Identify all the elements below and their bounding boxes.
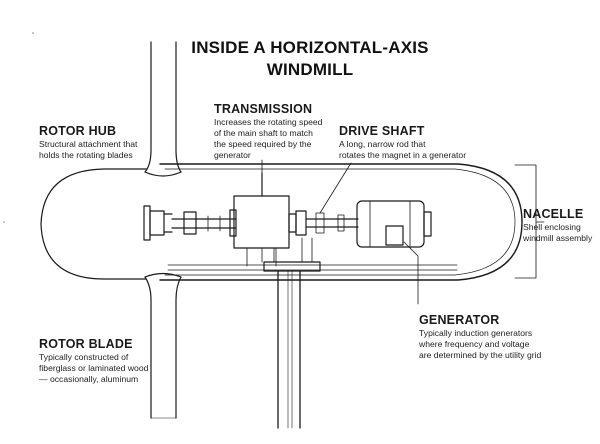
generator-description: Typically induction generators where fre… <box>419 328 579 361</box>
transmission-gearbox <box>229 172 297 267</box>
drive-shaft <box>295 210 359 236</box>
diagram-title-line1: INSIDE A HORIZONTAL-AXIS <box>191 38 429 57</box>
rotor-blade-desc-line: — occasionally, aluminum <box>39 374 139 384</box>
drive-shaft-label: DRIVE SHAFT A long, narrow rod that rota… <box>339 124 489 161</box>
rotor-hub-desc-line: holds the rotating blades <box>39 150 133 160</box>
base-frame <box>261 237 313 263</box>
transmission-desc-line: generator <box>214 150 251 160</box>
rotor-blade-label: ROTOR BLADE Typically constructed of fib… <box>39 337 169 385</box>
tower <box>263 261 321 429</box>
leader-lines <box>261 159 545 305</box>
generator-desc-line: are determined by the utility grid <box>419 350 542 360</box>
transmission-description: Increases the rotating speed of the main… <box>214 117 349 161</box>
main-shaft <box>171 211 237 235</box>
rotor-blade-desc-line: fiberglass or laminated wood <box>39 363 149 373</box>
nacelle-desc-line: windmill assembly <box>523 233 593 243</box>
scan-speckles <box>3 32 34 223</box>
rotor-hub-heading: ROTOR HUB <box>39 124 117 138</box>
generator-desc-line: where frequency and voltage <box>419 339 530 349</box>
nacelle-bracket <box>514 164 545 279</box>
drive-shaft-description: A long, narrow rod that rotates the magn… <box>339 139 489 161</box>
hub-flange <box>143 205 173 241</box>
drive-shaft-heading: DRIVE SHAFT <box>339 124 425 138</box>
generator-heading: GENERATOR <box>419 313 500 327</box>
nacelle-desc-line: Shell enclosing <box>523 222 581 232</box>
rotor-blade-heading: ROTOR BLADE <box>39 337 133 351</box>
generator-desc-line: Typically induction generators <box>419 328 533 338</box>
rotor-hub-desc-line: Structural attachment that <box>39 139 138 149</box>
rotor-blade-description: Typically constructed of fiberglass or l… <box>39 352 169 385</box>
rotor-hub-label: ROTOR HUB Structural attachment that hol… <box>39 124 174 161</box>
transmission-desc-line: Increases the rotating speed <box>214 117 323 127</box>
rotor-hub-description: Structural attachment that holds the rot… <box>39 139 174 161</box>
drive-shaft-desc-line: rotates the magnet in a generator <box>339 150 467 160</box>
transmission-heading: TRANSMISSION <box>214 102 313 116</box>
nacelle-heading: NACELLE <box>523 207 584 221</box>
nacelle-label: NACELLE Shell enclosing windmill assembl… <box>523 207 598 244</box>
generator-label: GENERATOR Typically induction generators… <box>419 313 579 361</box>
transmission-desc-line: of the main shaft to match <box>214 128 313 138</box>
nacelle-description: Shell enclosing windmill assembly <box>523 222 598 244</box>
diagram-title: INSIDE A HORIZONTAL-AXIS WINDMILL <box>150 37 470 81</box>
transmission-desc-line: the speed required by the <box>214 139 312 149</box>
drive-shaft-leader <box>319 162 352 214</box>
drive-shaft-desc-line: A long, narrow rod that <box>339 139 426 149</box>
generator-unit <box>356 200 432 263</box>
diagram-title-line2: WINDMILL <box>266 60 354 79</box>
rotor-blade-desc-line: Typically constructed of <box>39 352 129 362</box>
upper-rotor-blade <box>144 41 182 177</box>
rotor-hub-cone <box>40 168 147 280</box>
transmission-label: TRANSMISSION Increases the rotating spee… <box>214 102 349 161</box>
nacelle-housing <box>159 163 523 281</box>
